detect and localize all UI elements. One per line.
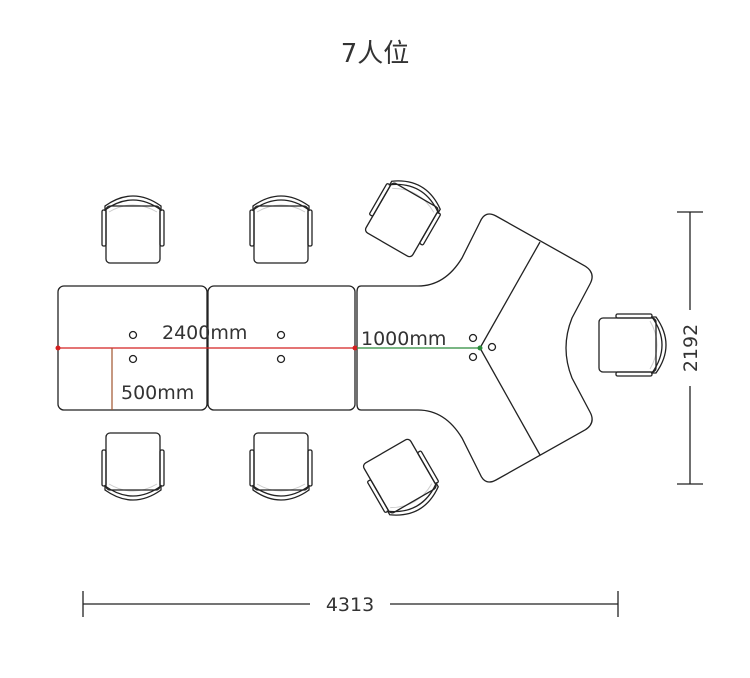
measure-point bbox=[55, 345, 61, 351]
cable-holes bbox=[128, 330, 497, 364]
label-500mm: 500mm bbox=[121, 382, 194, 404]
label-1000mm: 1000mm bbox=[361, 328, 446, 350]
desk-y-shaped bbox=[356, 213, 593, 483]
dimension-height-value: 2192 bbox=[680, 324, 702, 372]
dimension-width-value: 4313 bbox=[326, 594, 374, 616]
chair-top-left bbox=[101, 195, 165, 264]
label-2400mm: 2400mm bbox=[162, 322, 247, 344]
measure-point bbox=[477, 345, 483, 351]
dimension-vertical bbox=[677, 211, 703, 485]
desk-divider-lower bbox=[479, 347, 541, 456]
chair-right bbox=[598, 313, 667, 377]
desk-divider-upper bbox=[479, 241, 541, 349]
chair-top-middle bbox=[249, 195, 313, 264]
chair-bottom-left bbox=[101, 432, 165, 501]
diagram-title: 7人位 bbox=[341, 39, 410, 69]
chair-lower-angled bbox=[358, 435, 447, 526]
measure-point bbox=[352, 345, 358, 351]
chair-bottom-middle bbox=[249, 432, 313, 501]
dimension-horizontal bbox=[82, 591, 619, 617]
chair-upper-angled bbox=[360, 170, 449, 261]
